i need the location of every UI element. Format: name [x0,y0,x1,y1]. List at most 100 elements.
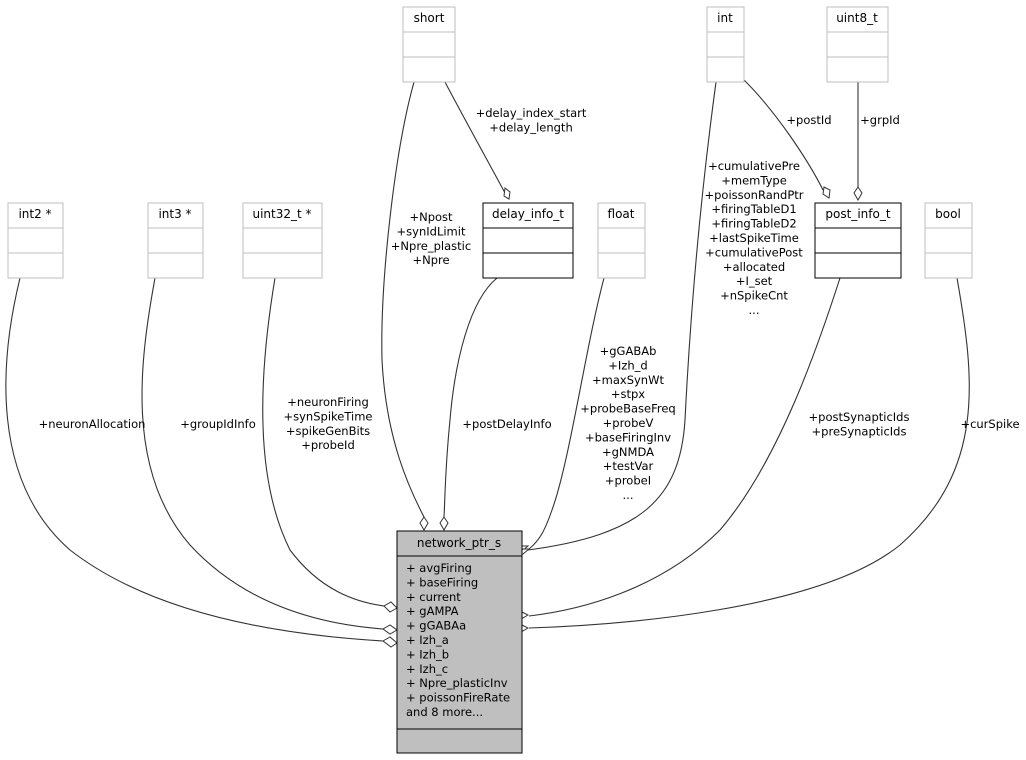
edge-int3-to-main [141,277,384,630]
attribute-item: + baseFiring [406,575,478,589]
edge-label-line: +Npre [412,253,449,267]
node-network-ptr-s[interactable]: network_ptr_s + avgFiring+ baseFiring+ c… [396,530,523,754]
attribute-item: + gGABAa [406,619,466,633]
edge-label-line: +probeI [605,474,651,488]
edge-label-line: +postDelayInfo [462,417,551,431]
edge-label-line: +preSynapticIds [812,424,907,438]
aggregation-diamond [383,601,398,613]
edge-label-int2-main: +neuronAllocation [39,417,146,431]
edge-label-line: +neuronAllocation [39,417,146,431]
edge-label-post-main: +postSynapticIds+preSynapticIds [809,410,910,438]
node-uint8-t[interactable]: uint8_t [826,6,889,83]
attribute-item: + current [406,590,461,604]
edge-label-line: +poissonRandPtr [704,188,803,202]
edge-label-uint8-post: +grpId [860,113,900,127]
attribute-item: + Izh_c [406,662,448,676]
edge-label-line: +delay_index_start [476,106,587,120]
node-short[interactable]: short [402,6,456,83]
edge-post-info-to-main [528,277,841,617]
edge-label-short-delay: +delay_index_start+delay_length [476,106,587,134]
node-title: uint8_t [836,11,878,25]
node-post-info-t[interactable]: post_info_t [814,202,902,279]
node-title: int2 * [18,207,51,221]
edge-label-float-main: +gGABAb+Izh_d+maxSynWt+stpx+probeBaseFre… [580,344,675,502]
edge-bool-to-main [528,277,970,629]
node-title: delay_info_t [492,207,564,221]
edge-label-line: +stpx [611,387,645,401]
attribute-item: + Izh_b [406,647,449,661]
edge-label-line: +gGABAb [600,344,657,358]
node-uint32-ptr[interactable]: uint32_t * [242,202,323,279]
aggregation-diamond [439,516,449,532]
edge-label-short-main: +Npost+synIdLimit+Npre_plastic+Npre [391,210,471,267]
edge-label-line: +curSpike [960,417,1019,431]
edge-label-line: +probeId [301,438,355,452]
aggregation-diamond [419,516,429,532]
edge-label-line: +postId [786,113,831,127]
attribute-item: + Npre_plasticInv [406,676,508,690]
edge-label-line: ... [623,488,634,502]
edge-label-line: +grpId [860,113,900,127]
edge-label-line: +memType [721,173,787,187]
node-title: bool [935,207,961,221]
node-bool[interactable]: bool [924,202,973,279]
aggregation-diamond [853,186,863,202]
edge-label-line: +groupIdInfo [180,417,256,431]
edge-label-uint32-main: +neuronFiring+synSpikeTime+spikeGenBits+… [284,395,373,452]
node-title: int [717,11,733,25]
node-int3-ptr[interactable]: int3 * [147,202,204,279]
edge-label-line: +Izh_d [608,358,647,372]
edge-label-line: +synSpikeTime [284,409,373,423]
edge-label-line: +baseFiringInv [585,430,671,444]
edge-short-to-main [381,81,425,518]
edge-float-to-main [528,277,605,550]
node-title: float [608,207,635,221]
node-title: short [414,11,445,25]
edge-label-bool-main: +curSpike [960,417,1019,431]
node-int2-ptr[interactable]: int2 * [7,202,64,279]
node-float[interactable]: float [597,202,646,279]
edge-label-line: +Npre_plastic [391,239,471,253]
attribute-list: + avgFiring+ baseFiring+ current+ gAMPA+… [406,561,510,719]
edge-short-to-delay-info [444,81,506,194]
edge-label-line: +testVar [603,459,654,473]
attribute-item: + Izh_a [406,633,449,647]
edge-label-line: +cumulativePre [708,159,800,173]
edge-label-line: +nSpikeCnt [720,289,788,303]
edge-label-line: +neuronFiring [287,395,369,409]
edge-label-line: +allocated [723,260,785,274]
edge-int-to-post-info [741,77,824,191]
node-title: uint32_t * [252,207,311,221]
edge-label-line: ... [749,303,760,317]
edge-label-line: +synIdLimit [397,224,466,238]
edge-label-line: +delay_length [489,120,572,134]
edge-label-line: +cumulativePost [705,245,803,259]
attribute-item: + poissonFireRate [406,691,510,705]
edge-label-int-main: +cumulativePre+memType+poissonRandPtr+fi… [704,159,803,317]
edge-label-line: +maxSynWt [592,373,664,387]
node-int[interactable]: int [706,6,745,83]
edge-label-line: +lastSpikeTime [709,231,799,245]
edge-uint32-to-main [262,277,385,607]
attribute-item: + avgFiring [406,561,472,575]
edge-label-line: +firingTableD1 [711,202,796,216]
aggregation-diamond [503,187,511,200]
edge-label-line: +I_set [736,274,773,288]
node-delay-info-t[interactable]: delay_info_t [482,202,574,279]
aggregation-diamond [382,624,398,635]
edge-label-int-post: +postId [786,113,831,127]
edge-label-delay-main: +postDelayInfo [462,417,551,431]
edge-label-line: +probeBaseFreq [580,402,675,416]
edge-label-line: +spikeGenBits [286,424,370,438]
node-title: post_info_t [825,207,890,221]
edge-int-to-main [527,81,717,551]
edge-label-line: +probeV [603,416,654,430]
attribute-item: and 8 more... [406,705,483,719]
edge-int2-to-main [5,277,384,642]
aggregation-diamond [382,636,398,648]
edge-label-line: +postSynapticIds [809,410,910,424]
node-title: int3 * [158,207,191,221]
edge-delay-info-to-main [443,277,498,518]
main-title: network_ptr_s [417,536,501,550]
